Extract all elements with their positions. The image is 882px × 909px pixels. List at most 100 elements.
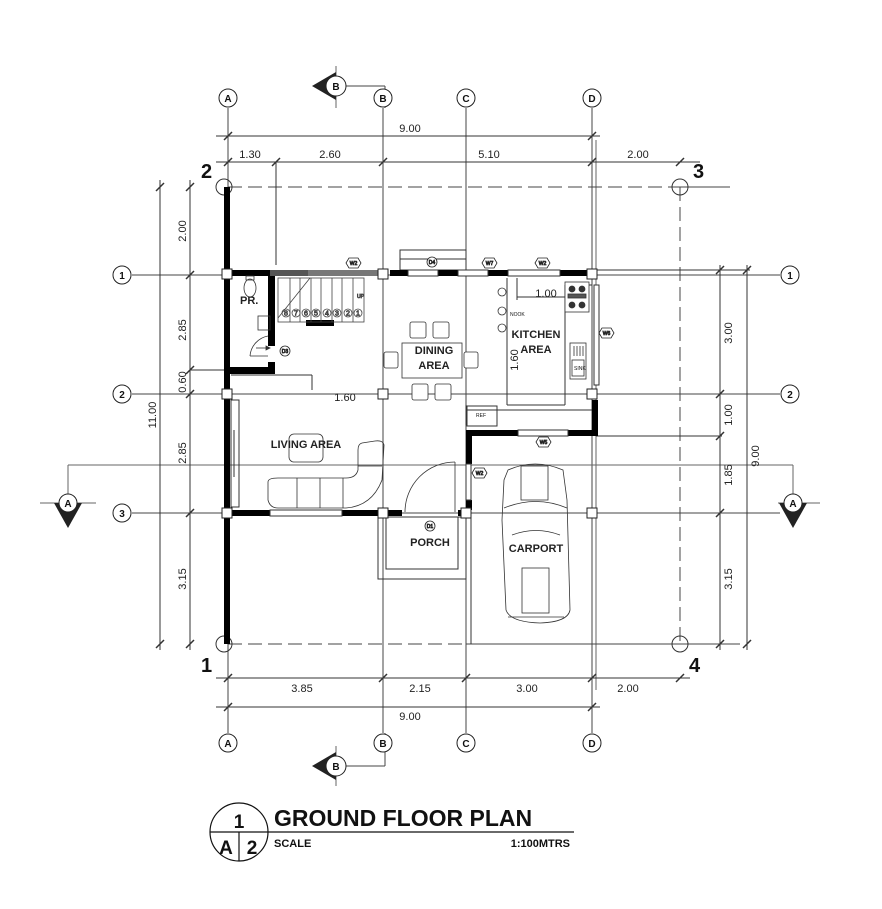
svg-text:D3: D3 xyxy=(282,349,289,355)
grid-bubble-1-right: 1 xyxy=(780,265,800,285)
lavatory-icon xyxy=(257,315,271,331)
svg-text:3: 3 xyxy=(335,311,339,318)
dim-right-overall: 9.00 xyxy=(750,445,762,466)
svg-text:3.15: 3.15 xyxy=(723,568,735,589)
svg-text:D: D xyxy=(588,94,595,105)
grid-bubble-3-left: 3 xyxy=(112,503,132,523)
svg-text:W5: W5 xyxy=(540,440,548,446)
svg-text:D4: D4 xyxy=(429,260,436,266)
grid-bubbles: A B C D A B C D 1 2 3 1 2 2 3 1 4 xyxy=(112,88,800,753)
windows xyxy=(269,269,600,517)
sink-icon xyxy=(569,342,587,380)
kitchen-fixtures xyxy=(497,281,590,380)
powder-room-fixtures xyxy=(243,275,271,357)
window-door-tags: W2 W7 W2 W6 W5 W2 D4 D3 D1 xyxy=(279,256,615,532)
title-block: 1 A 2 GROUND FLOOR PLAN SCALE 1:100MTRS xyxy=(209,802,574,862)
grid-bubble-B-bottom: B xyxy=(373,733,393,753)
label-nook: NOOK xyxy=(510,312,525,318)
sheet-number: 2 xyxy=(247,838,258,859)
section-marker-left-A: A xyxy=(40,493,96,528)
corner-number-1: 1 xyxy=(201,655,212,677)
svg-text:W2: W2 xyxy=(476,471,484,477)
svg-text:3.00: 3.00 xyxy=(723,322,735,343)
living-furniture xyxy=(267,433,385,509)
drawing-title: GROUND FLOOR PLAN xyxy=(274,805,532,831)
dim-kitchen-depth: 1.60 xyxy=(509,349,521,370)
stove-icon xyxy=(564,281,590,313)
coffee-table xyxy=(288,433,324,463)
svg-text:8: 8 xyxy=(284,311,288,318)
label-ref: REF xyxy=(476,413,486,419)
svg-text:2.15: 2.15 xyxy=(409,683,430,695)
svg-text:4: 4 xyxy=(325,311,329,318)
svg-text:W6: W6 xyxy=(603,331,611,337)
grid-bubble-C-top: C xyxy=(456,88,476,108)
svg-text:1.30: 1.30 xyxy=(239,149,260,161)
dim-left-overall: 11.00 xyxy=(147,402,159,429)
window-tag-w2: W2 xyxy=(345,257,362,269)
toilet-icon xyxy=(243,278,257,298)
svg-text:2: 2 xyxy=(119,390,125,401)
svg-text:B: B xyxy=(379,94,386,105)
section-marker-top-B: B xyxy=(312,66,347,108)
grid-bubble-C-bottom: C xyxy=(456,733,476,753)
car-icon xyxy=(501,463,571,624)
sheet-letter: A xyxy=(219,838,233,859)
svg-text:B: B xyxy=(332,762,339,773)
stool-icon xyxy=(497,323,507,333)
stair-step-numbers: 8 7 6 5 4 3 2 1 xyxy=(281,308,363,318)
corner-number-2: 2 xyxy=(201,161,212,183)
svg-text:A: A xyxy=(64,499,71,510)
svg-text:5.10: 5.10 xyxy=(478,149,499,161)
svg-text:A: A xyxy=(224,94,231,105)
door-swing-d3 xyxy=(249,335,269,357)
section-marker-right-A: A xyxy=(778,493,820,528)
dimension-labels: 9.00 1.30 2.60 5.10 2.00 3.85 2.15 3.00 … xyxy=(147,123,762,723)
svg-text:W2: W2 xyxy=(539,261,547,267)
door-tag-d4: D4 xyxy=(426,256,438,268)
window-tag-w7: W7 xyxy=(481,257,498,269)
label-sink: SINK xyxy=(574,366,586,372)
svg-text:2.00: 2.00 xyxy=(627,149,648,161)
scale-label: SCALE xyxy=(274,838,311,850)
dim-top-overall: 9.00 xyxy=(399,123,420,135)
window-tag-w6: W6 xyxy=(598,327,615,339)
window-tag-w5: W5 xyxy=(535,436,552,448)
svg-text:3.15: 3.15 xyxy=(177,568,189,589)
svg-text:1: 1 xyxy=(119,271,125,282)
structural-columns xyxy=(221,268,598,519)
svg-text:C: C xyxy=(462,94,469,105)
room-label-carport: CARPORT xyxy=(509,543,564,555)
svg-text:2: 2 xyxy=(787,390,793,401)
grid-bubble-D-bottom: D xyxy=(582,733,602,753)
svg-text:2.85: 2.85 xyxy=(177,442,189,463)
room-labels: PR. DINING AREA KITCHEN AREA LIVING AREA… xyxy=(240,295,586,555)
svg-text:7: 7 xyxy=(294,311,298,318)
svg-text:1.85: 1.85 xyxy=(723,464,735,485)
svg-text:5: 5 xyxy=(314,311,318,318)
svg-text:2.00: 2.00 xyxy=(177,220,189,241)
svg-text:W2: W2 xyxy=(350,261,358,267)
grid-bubble-1-left: 1 xyxy=(112,265,132,285)
svg-text:3.85: 3.85 xyxy=(291,683,312,695)
room-label-porch: PORCH xyxy=(410,537,450,549)
svg-text:A: A xyxy=(789,499,796,510)
staircase: UP 8 7 6 5 4 3 2 1 xyxy=(277,277,365,323)
grid-bubble-B-top: B xyxy=(373,88,393,108)
section-markers: B B A A xyxy=(40,66,820,786)
svg-text:1: 1 xyxy=(787,271,793,282)
corner-number-3: 3 xyxy=(693,161,704,183)
svg-text:6: 6 xyxy=(304,311,308,318)
svg-text:3: 3 xyxy=(119,509,125,520)
svg-text:A: A xyxy=(224,739,231,750)
svg-text:B: B xyxy=(332,82,339,93)
grid-bubble-A-bottom: A xyxy=(218,733,238,753)
svg-text:2.85: 2.85 xyxy=(177,319,189,340)
dim-stair-width: 1.60 xyxy=(334,392,355,404)
svg-text:UP: UP xyxy=(357,294,365,300)
room-label-living: LIVING AREA xyxy=(271,439,342,451)
dim-bottom-overall: 9.00 xyxy=(399,711,420,723)
grid-lines xyxy=(67,85,794,767)
svg-text:C: C xyxy=(462,739,469,750)
